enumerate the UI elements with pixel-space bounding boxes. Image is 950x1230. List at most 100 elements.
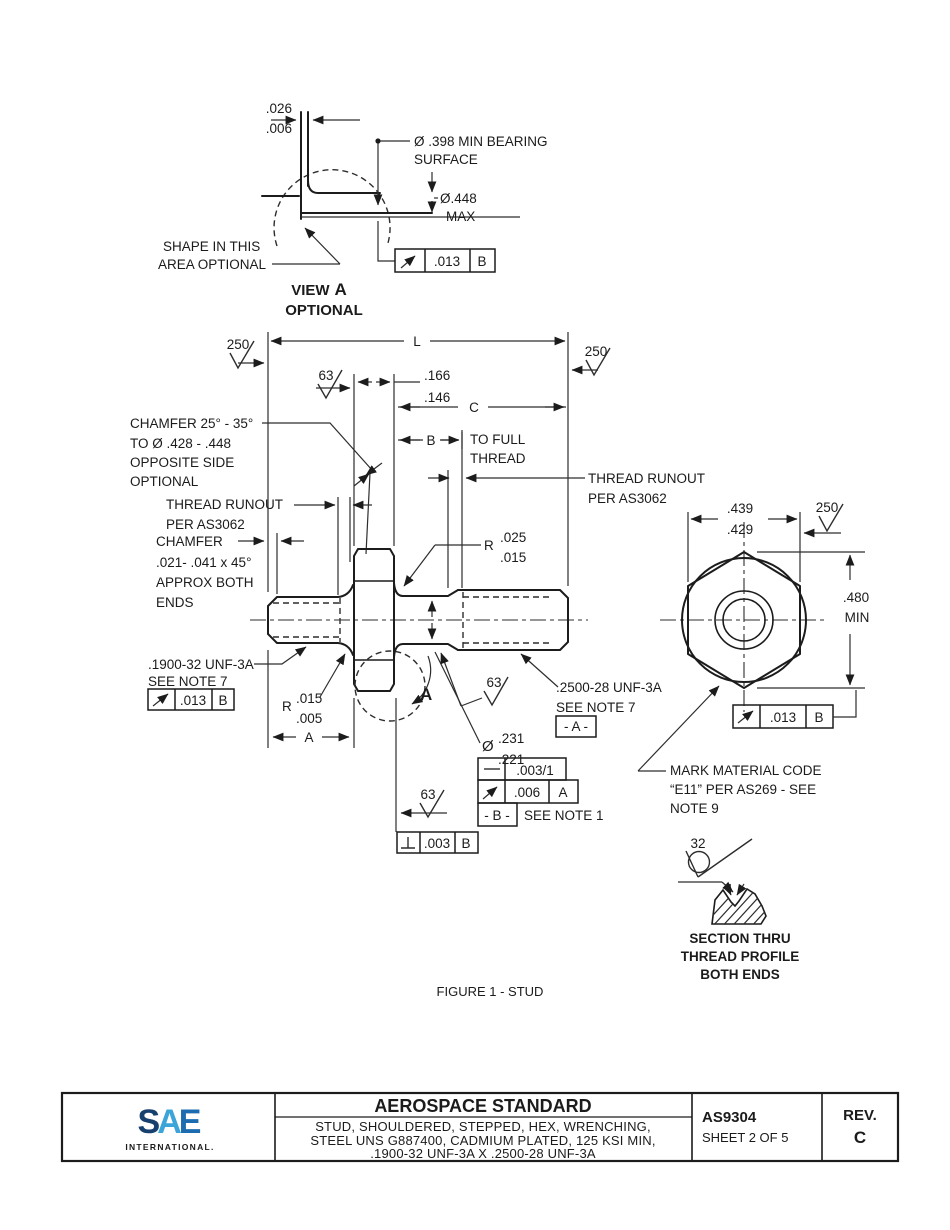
hexagon (687, 551, 801, 689)
large-thread-note-1: .2500-28 UNF-3A (556, 680, 662, 695)
fcf-datum: B (477, 254, 486, 269)
small-thread-arrow (254, 646, 307, 665)
fcf-perpendicularity: .003 B (396, 831, 479, 854)
shoulder-radius-arrow (403, 544, 436, 587)
finish-250-left: 250 (227, 337, 250, 352)
thread-major-circle (714, 590, 774, 650)
sae-logo: SAE INTERNATIONAL. (125, 1103, 213, 1152)
runout-symbol-icon (400, 255, 416, 269)
valley-arrow-right (736, 883, 747, 896)
bearing-note-line2: SURFACE (414, 152, 478, 167)
view-a-subtitle: OPTIONAL (285, 302, 363, 319)
finish-250-hex: 250 (816, 500, 839, 515)
runout-symbol-icon (152, 693, 169, 707)
shank-outline (393, 582, 459, 658)
dim-B-label: B (426, 433, 435, 448)
flange-dia-line2: MAX (446, 209, 475, 224)
fcf-value: .013 (770, 710, 796, 725)
hex-width-upper: .166 (424, 368, 450, 383)
surface-finish-icon (818, 503, 844, 533)
extension-lines (267, 332, 569, 832)
view-a-outline (261, 111, 433, 220)
no-material-removal-circle-icon (687, 850, 711, 874)
sae-logo-letter-s: S (138, 1103, 160, 1141)
thread-runout-right-line2: PER AS3062 (588, 491, 667, 506)
small-thread-note-2: SEE NOTE 7 (148, 674, 228, 689)
mark-code-line2: “E11” PER AS269 - SEE (670, 782, 816, 797)
thread-runout-right-line1: THREAD RUNOUT (588, 471, 705, 486)
thread-runout-left-line2: PER AS3062 (166, 517, 245, 532)
fcf-value: .013 (180, 693, 206, 708)
fcf-hex-face-runout: .013 B (732, 690, 857, 729)
shape-note-line1: SHAPE IN THIS (163, 239, 260, 254)
title-block: SAE INTERNATIONAL. AEROSPACE STANDARD ST… (60, 1091, 900, 1163)
to-full-thread-line2: THREAD (470, 451, 526, 466)
fcf-dividers (174, 689, 213, 710)
chamfer-ends-note-3: APPROX BOTH (156, 575, 254, 590)
sae-logo-text: SAE (138, 1103, 201, 1141)
view-a-marker-arc-arrow (411, 655, 432, 705)
chamfer-ends-note-1: CHAMFER (156, 534, 223, 549)
fcf-datum: B (218, 693, 227, 708)
gap-dim-upper: .026 (266, 101, 292, 116)
leader-dot (375, 138, 381, 144)
view-a-title-word: VIEW (291, 282, 330, 299)
fcf-connector (833, 690, 857, 718)
left-thread-dashed (273, 598, 341, 642)
chamfer-hex-arrow-b (353, 473, 370, 487)
surface-finish-icon (419, 789, 445, 819)
neck-radius-lower: .005 (296, 711, 322, 726)
fcf-frame (396, 831, 479, 854)
thread-minor-circle (722, 598, 766, 642)
left-thread-outline (267, 584, 354, 656)
neck-radius-upper: .015 (296, 691, 322, 706)
chamfer-hex-leader (262, 422, 373, 555)
hex-corners-dim: .480 (843, 590, 869, 605)
sae-logo-letter-e: E (179, 1103, 201, 1141)
title-block-border (60, 1091, 900, 1163)
dim-A-label: A (304, 730, 313, 745)
title-block-dividers (274, 1093, 823, 1161)
shoulder-radius-prefix: R (484, 538, 494, 553)
chamfer-ends-note-4: ENDS (156, 595, 194, 610)
thread-profile-hatching (712, 889, 766, 924)
bearing-fcf-connector (377, 221, 395, 262)
sae-logo-letter-a: A (157, 1103, 181, 1141)
shoulder-circle (681, 557, 807, 683)
surface-finish-icon (229, 340, 255, 370)
mark-code-arrow (637, 685, 720, 772)
shape-note-arrow (304, 227, 341, 265)
hex-face-lines (354, 580, 394, 661)
to-full-thread-line1: TO FULL (470, 432, 526, 447)
fcf-shank-stack: .003/1 .006 A - B - SEE NOTE 1 (477, 757, 604, 827)
shank-dia-prefix: Ø (482, 738, 494, 755)
mark-code-line3: NOTE 9 (670, 801, 719, 816)
section-caption-1: SECTION THRU (689, 931, 790, 946)
finish-250-right: 250 (585, 344, 608, 359)
optional-shape-dashed-arc (273, 169, 391, 247)
hex-centerlines (660, 522, 828, 712)
surface-finish-icon (483, 676, 509, 707)
fcf-dividers (759, 705, 807, 728)
surface-finish-icon (317, 369, 343, 400)
rev-label: REV. (843, 1107, 877, 1124)
chamfer-hex-note-3: OPPOSITE SIDE (130, 455, 234, 470)
fcf-bearing-runout: .013 B (394, 248, 496, 273)
view-a-marker-letter: A (420, 685, 432, 704)
finish-63-mid-arrow (440, 652, 462, 707)
fcf-small-thread-runout: .013 B (147, 688, 235, 711)
hex-flats-upper: .439 (727, 501, 753, 516)
hex-extension-lines (687, 512, 865, 689)
title-block-subtitle-1: STUD, SHOULDERED, STEPPED, HEX, WRENCHIN… (315, 1119, 651, 1134)
shank-dia-upper: .231 (498, 731, 524, 746)
chamfer-ends-note-2: .021- .041 x 45° (156, 555, 251, 570)
valley-arrow-left (722, 883, 732, 896)
title-block-subtitle-3: .1900-32 UNF-3A X .2500-28 UNF-3A (370, 1146, 596, 1161)
shape-note-line2: AREA OPTIONAL (158, 257, 267, 272)
neck-radius-arrow (319, 653, 346, 698)
fcf-datum: B (461, 836, 470, 851)
fcf-dividers (419, 832, 456, 853)
mark-code-line1: MARK MATERIAL CODE (670, 763, 822, 778)
